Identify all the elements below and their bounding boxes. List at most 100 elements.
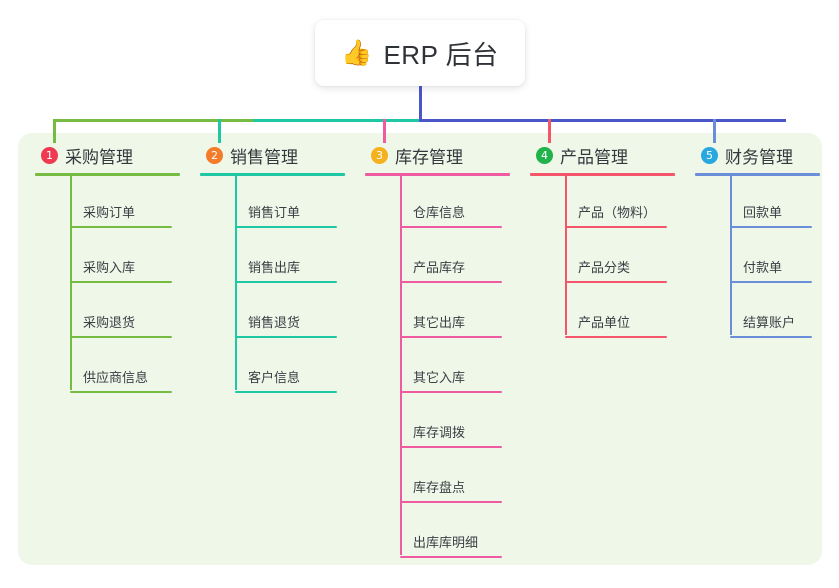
menu-item[interactable]: 仓库信息	[400, 202, 502, 228]
menu-item[interactable]: 销售出库	[235, 257, 337, 283]
root-stem-connector	[419, 86, 422, 122]
menu-item-label: 出库库明细	[413, 535, 479, 550]
menu-item-label: 结算账户	[743, 315, 796, 330]
menu-item-label: 产品库存	[413, 260, 466, 275]
menu-item-label: 采购入库	[83, 260, 136, 275]
category-spine-4	[565, 176, 567, 335]
menu-item[interactable]: 回款单	[730, 202, 812, 228]
category-spine-5	[730, 176, 732, 335]
menu-item-underline	[235, 226, 337, 228]
menu-item-underline	[70, 281, 172, 283]
connector-bar-segment-3	[419, 119, 786, 122]
menu-item-underline	[730, 336, 812, 338]
category-items-2: 销售订单销售出库销售退货客户信息	[200, 176, 350, 393]
root-node-title: ERP 后台	[383, 39, 499, 70]
menu-item[interactable]: 产品单位	[565, 312, 667, 338]
category-title-5: 财务管理	[725, 147, 793, 167]
category-underline-4	[530, 173, 675, 176]
menu-item[interactable]: 产品库存	[400, 257, 502, 283]
category-badge-2: 2	[206, 146, 223, 164]
root-node-content: 👍 ERP 后台	[341, 35, 498, 72]
menu-item-label: 付款单	[743, 260, 783, 275]
menu-item[interactable]: 采购退货	[70, 312, 172, 338]
menu-item[interactable]: 供应商信息	[70, 367, 172, 393]
menu-item-underline	[400, 281, 502, 283]
connector-bar-segment-1	[53, 119, 253, 122]
menu-item[interactable]: 产品（物料）	[565, 202, 667, 228]
drop-connector-5	[713, 119, 716, 143]
menu-item-label: 销售退货	[248, 315, 301, 330]
menu-item-underline	[70, 391, 172, 393]
menu-item-underline	[400, 501, 502, 503]
menu-item-underline	[400, 226, 502, 228]
menu-item-underline	[235, 281, 337, 283]
menu-item-label: 产品（物料）	[578, 205, 657, 220]
menu-item-label: 客户信息	[248, 370, 301, 385]
menu-item-label: 产品单位	[578, 315, 631, 330]
menu-item[interactable]: 销售订单	[235, 202, 337, 228]
menu-item[interactable]: 销售退货	[235, 312, 337, 338]
menu-item-underline	[565, 226, 667, 228]
menu-item[interactable]: 产品分类	[565, 257, 667, 283]
menu-item-underline	[400, 556, 502, 558]
menu-item[interactable]: 采购入库	[70, 257, 172, 283]
category-items-3: 仓库信息产品库存其它出库其它入库库存调拨库存盘点出库库明细	[365, 176, 515, 558]
menu-item-label: 其它入库	[413, 370, 466, 385]
connector-bar-segment-2	[253, 119, 419, 122]
category-title-1: 采购管理	[65, 147, 133, 167]
thumbs-up-icon: 👍	[341, 38, 373, 67]
menu-item[interactable]: 采购订单	[70, 202, 172, 228]
menu-item[interactable]: 出库库明细	[400, 532, 502, 558]
category-underline-1	[35, 173, 180, 176]
category-spine-1	[70, 176, 72, 390]
drop-connector-3	[383, 119, 386, 143]
menu-item[interactable]: 结算账户	[730, 312, 812, 338]
drop-connector-1	[53, 119, 56, 143]
menu-item[interactable]: 其它出库	[400, 312, 502, 338]
category-underline-5	[695, 173, 820, 176]
menu-item-label: 采购订单	[83, 205, 136, 220]
category-header-1[interactable]: 1 采购管理	[35, 143, 185, 167]
category-header-4[interactable]: 4 产品管理	[530, 143, 680, 167]
category-badge-1: 1	[41, 146, 58, 164]
menu-item-label: 库存调拨	[413, 425, 466, 440]
menu-item-label: 产品分类	[578, 260, 631, 275]
menu-item-underline	[235, 391, 337, 393]
category-header-5[interactable]: 5 财务管理	[695, 143, 825, 167]
menu-item-label: 供应商信息	[83, 370, 149, 385]
category-title-4: 产品管理	[560, 147, 628, 167]
menu-item-underline	[400, 446, 502, 448]
menu-item-underline	[70, 226, 172, 228]
menu-item[interactable]: 客户信息	[235, 367, 337, 393]
category-items-1: 采购订单采购入库采购退货供应商信息	[35, 176, 185, 393]
menu-item-underline	[400, 391, 502, 393]
menu-item[interactable]: 付款单	[730, 257, 812, 283]
menu-item-underline	[565, 281, 667, 283]
category-column-4: 4 产品管理产品（物料） 产品分类产品单位	[530, 143, 680, 338]
menu-item[interactable]: 其它入库	[400, 367, 502, 393]
menu-item-label: 销售出库	[248, 260, 301, 275]
category-badge-5: 5	[701, 146, 718, 164]
drop-connector-4	[548, 119, 551, 143]
category-items-4: 产品（物料） 产品分类产品单位	[530, 176, 680, 338]
category-badge-3: 3	[371, 146, 388, 164]
menu-item-underline	[235, 336, 337, 338]
menu-item-underline	[730, 226, 812, 228]
menu-item-label: 采购退货	[83, 315, 136, 330]
category-badge-4: 4	[536, 146, 553, 164]
menu-item[interactable]: 库存盘点	[400, 477, 502, 503]
category-spine-3	[400, 176, 402, 555]
diagram-panel	[18, 133, 822, 565]
category-items-5: 回款单付款单结算账户	[695, 176, 825, 338]
menu-item-label: 销售订单	[248, 205, 301, 220]
menu-item-label: 仓库信息	[413, 205, 466, 220]
menu-item-underline	[565, 336, 667, 338]
root-node[interactable]: 👍 ERP 后台	[315, 20, 525, 86]
menu-item-label: 库存盘点	[413, 480, 466, 495]
menu-item[interactable]: 库存调拨	[400, 422, 502, 448]
